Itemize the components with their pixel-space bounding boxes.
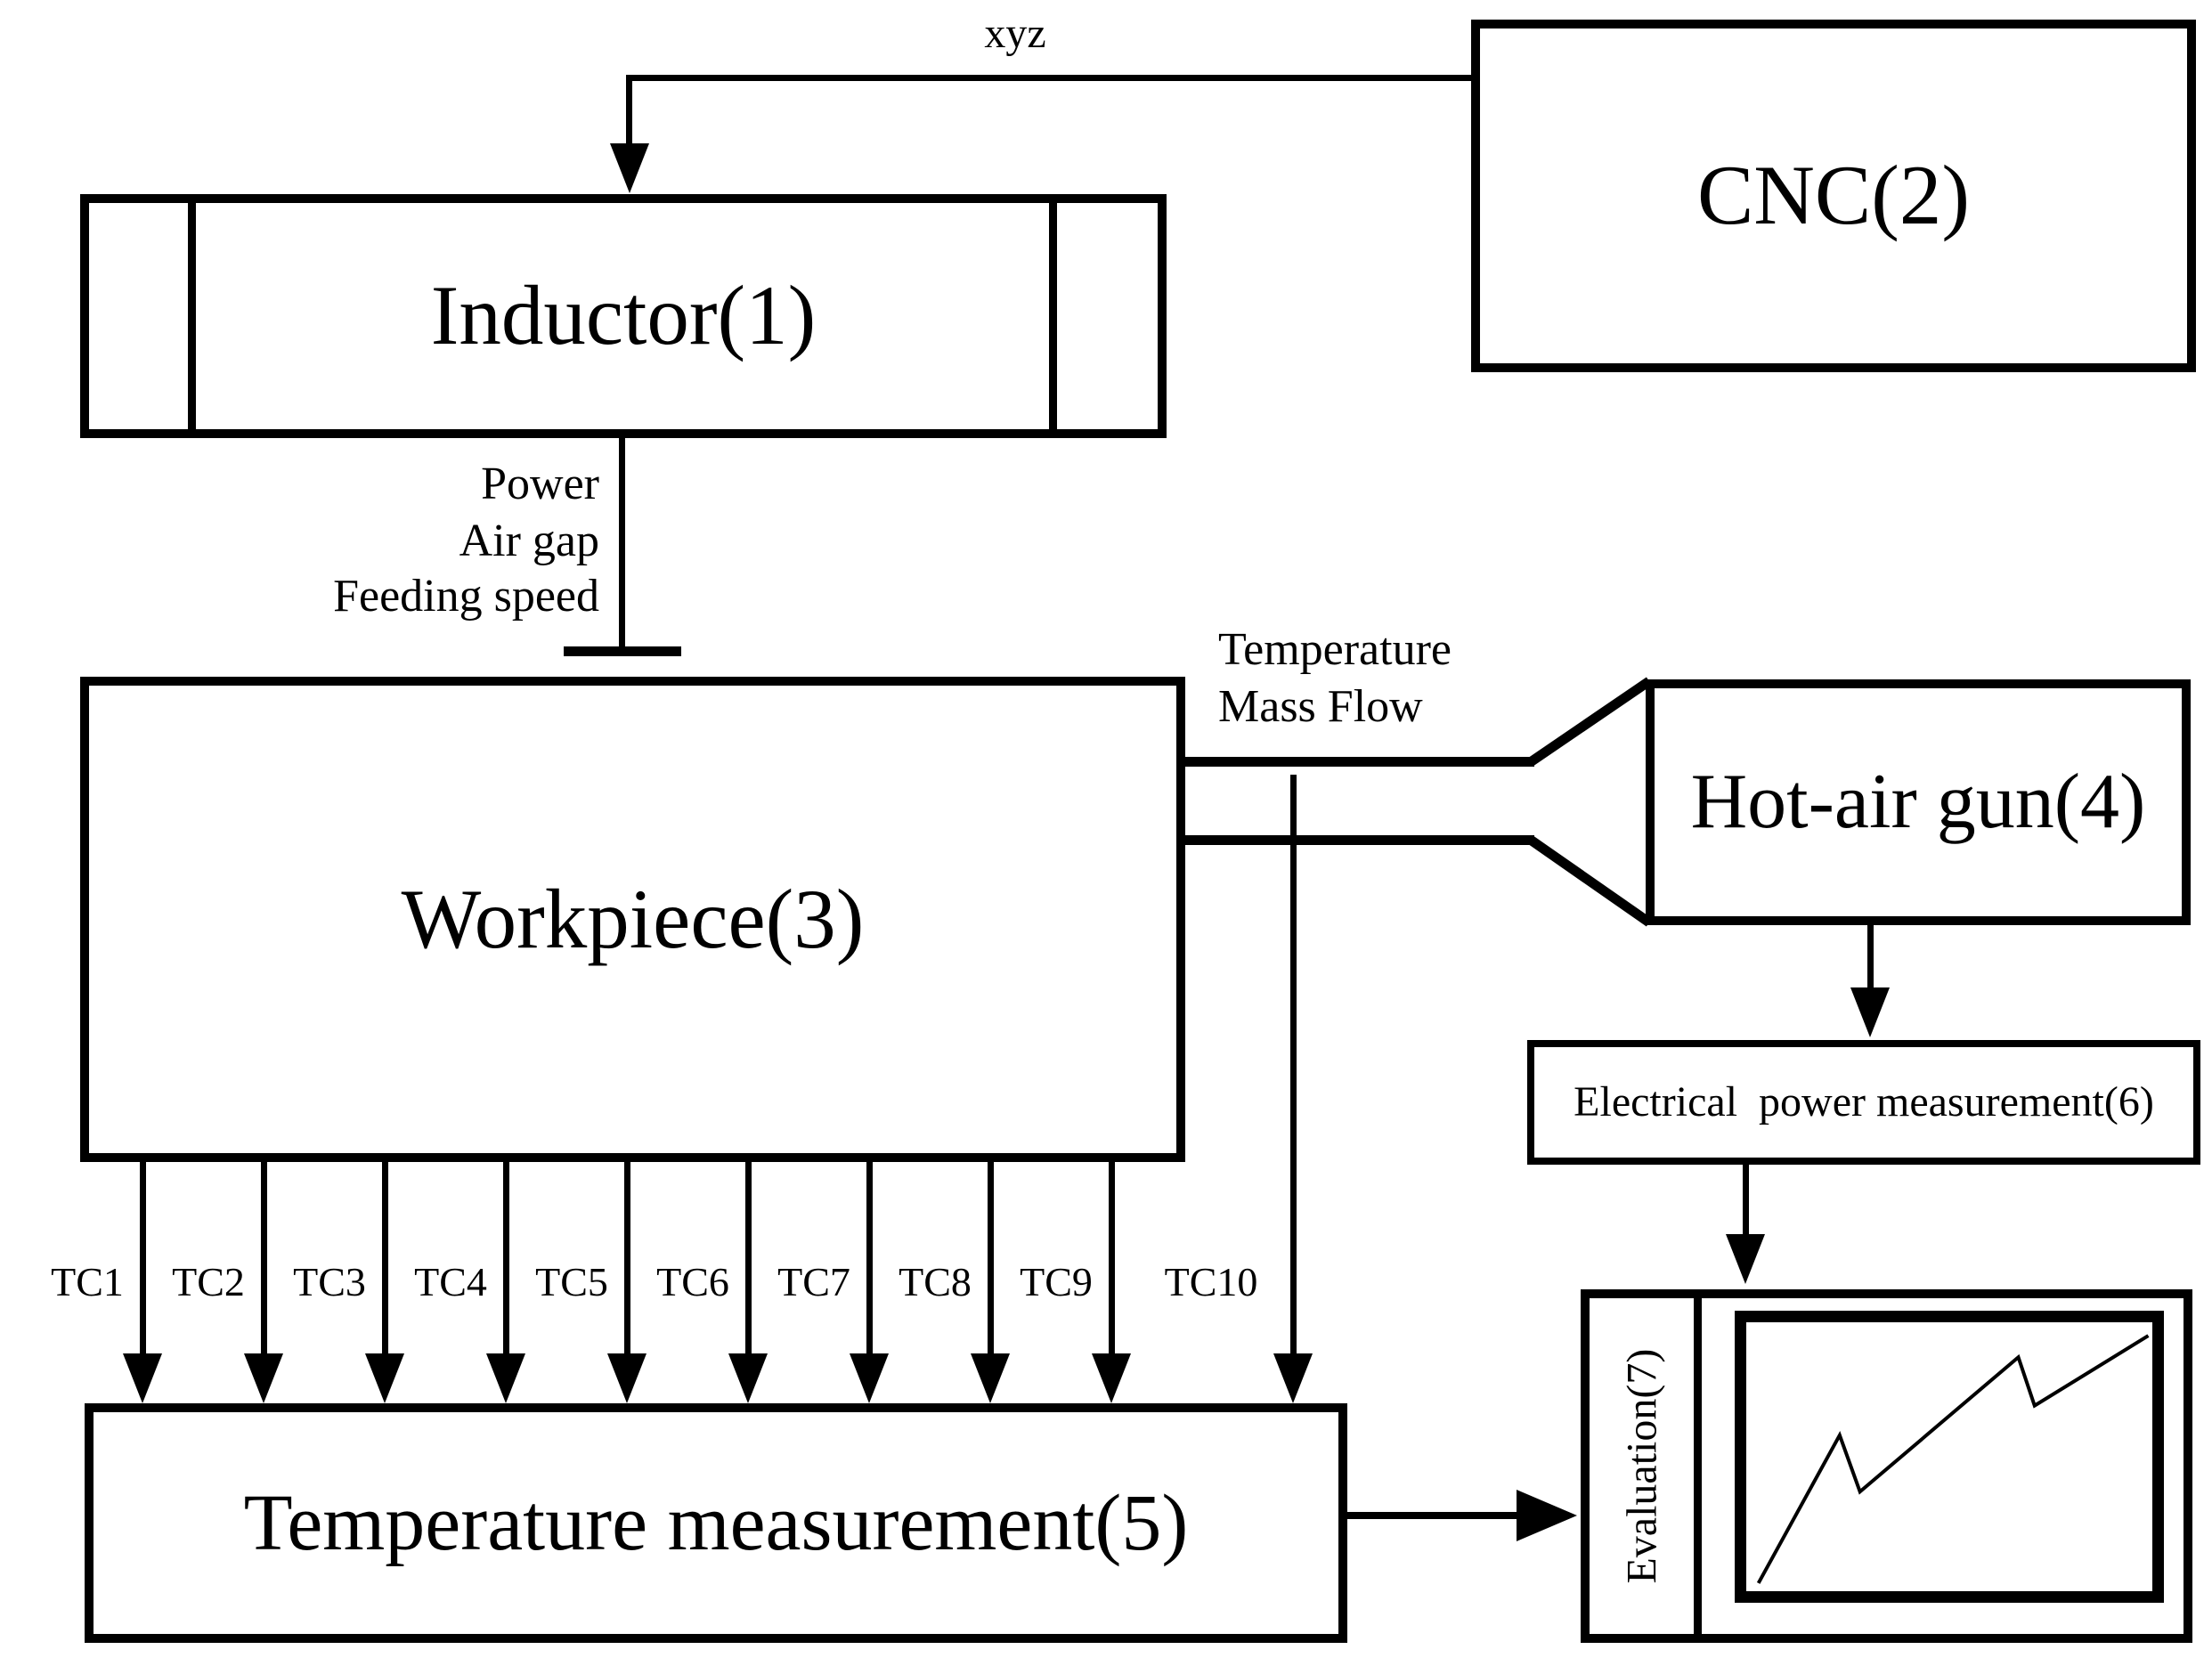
inductor-left-flange-line xyxy=(188,201,196,431)
tc1-label: TC1 xyxy=(51,1259,124,1304)
xyz-label: xyz xyxy=(984,10,1046,57)
tc1-connector xyxy=(140,1162,146,1355)
hot-air-gun-funnel xyxy=(1528,677,1653,927)
hot-air-gun-box: Hot-air gun(4) xyxy=(1646,679,2191,925)
tc5-arrowhead-icon xyxy=(607,1353,647,1403)
inductor-label: Inductor(1) xyxy=(430,268,817,363)
tc4-label: TC4 xyxy=(414,1259,487,1304)
evaluation-label: Evaluation(7) xyxy=(1618,1348,1666,1584)
temperature-measurement-label: Temperature measurement(5) xyxy=(243,1478,1189,1567)
power-to-evaluation-arrowhead-icon xyxy=(1726,1234,1765,1284)
hot-air-to-power-connector xyxy=(1867,925,1874,989)
cnc-box: CNC(2) xyxy=(1471,20,2196,372)
xyz-connector-vertical xyxy=(626,75,632,145)
electrical-power-measurement-label: Electrical power measurement(6) xyxy=(1574,1078,2154,1126)
tc5-label: TC5 xyxy=(535,1259,608,1304)
tc6-arrowhead-icon xyxy=(728,1353,768,1403)
tc10-arrowhead-icon xyxy=(1273,1353,1313,1403)
workpiece-box: Workpiece(3) xyxy=(80,677,1185,1162)
mass-flow-label: Mass Flow xyxy=(1218,681,1423,732)
evaluation-label-column: Evaluation(7) xyxy=(1590,1298,1695,1634)
workpiece-label: Workpiece(3) xyxy=(401,871,865,966)
tc7-connector xyxy=(866,1162,873,1355)
tc1-arrowhead-icon xyxy=(123,1353,162,1403)
pipe-top-line xyxy=(1185,757,1534,767)
tc2-arrowhead-icon xyxy=(244,1353,283,1403)
temperature-measurement-box: Temperature measurement(5) xyxy=(85,1403,1347,1643)
evaluation-sparkline xyxy=(1759,1336,2149,1583)
tc3-arrowhead-icon xyxy=(365,1353,404,1403)
tc6-label: TC6 xyxy=(656,1259,729,1304)
tc7-arrowhead-icon xyxy=(850,1353,889,1403)
inductor-box: Inductor(1) xyxy=(80,194,1167,438)
tc3-label: TC3 xyxy=(293,1259,366,1304)
power-label: Power xyxy=(481,459,599,509)
tc9-connector xyxy=(1109,1162,1115,1355)
tc2-connector xyxy=(261,1162,267,1355)
tc9-arrowhead-icon xyxy=(1092,1353,1131,1403)
tc6-connector xyxy=(745,1162,752,1355)
hot-air-gun-label: Hot-air gun(4) xyxy=(1690,759,2146,846)
power-to-evaluation-connector xyxy=(1743,1165,1749,1236)
tc7-label: TC7 xyxy=(777,1259,850,1304)
xyz-arrowhead-icon xyxy=(610,143,649,193)
tc4-arrowhead-icon xyxy=(486,1353,525,1403)
tc8-arrowhead-icon xyxy=(971,1353,1010,1403)
evaluation-chart-frame xyxy=(1735,1311,2164,1603)
hot-air-to-power-arrowhead-icon xyxy=(1850,987,1890,1037)
tc10-label: TC10 xyxy=(1164,1259,1258,1304)
tc2-label: TC2 xyxy=(172,1259,245,1304)
tc8-label: TC8 xyxy=(899,1259,972,1304)
tc4-connector xyxy=(503,1162,509,1355)
inductor-workpiece-connector xyxy=(619,438,625,652)
evaluation-divider-line xyxy=(1694,1296,1702,1636)
feeding-speed-label: Feeding speed xyxy=(333,571,599,622)
tc3-connector xyxy=(382,1162,388,1355)
xyz-connector-horizontal xyxy=(626,75,1471,81)
pipe-bottom-line xyxy=(1185,835,1534,845)
evaluation-sparkline-chart xyxy=(1746,1322,2152,1591)
temperature-to-evaluation-arrowhead-icon xyxy=(1517,1490,1577,1541)
cnc-label: CNC(2) xyxy=(1696,148,1971,243)
inductor-workpiece-tbar xyxy=(564,646,681,656)
tc10-connector xyxy=(1290,775,1297,1355)
temperature-to-evaluation-connector xyxy=(1347,1512,1518,1519)
temperature-flow-label: Temperature xyxy=(1218,624,1452,675)
tc5-connector xyxy=(624,1162,630,1355)
electrical-power-measurement-box: Electrical power measurement(6) xyxy=(1527,1040,2200,1165)
tc9-label: TC9 xyxy=(1020,1259,1093,1304)
tc8-connector xyxy=(988,1162,994,1355)
inductor-right-flange-line xyxy=(1049,201,1057,431)
air-gap-label: Air gap xyxy=(459,516,599,566)
